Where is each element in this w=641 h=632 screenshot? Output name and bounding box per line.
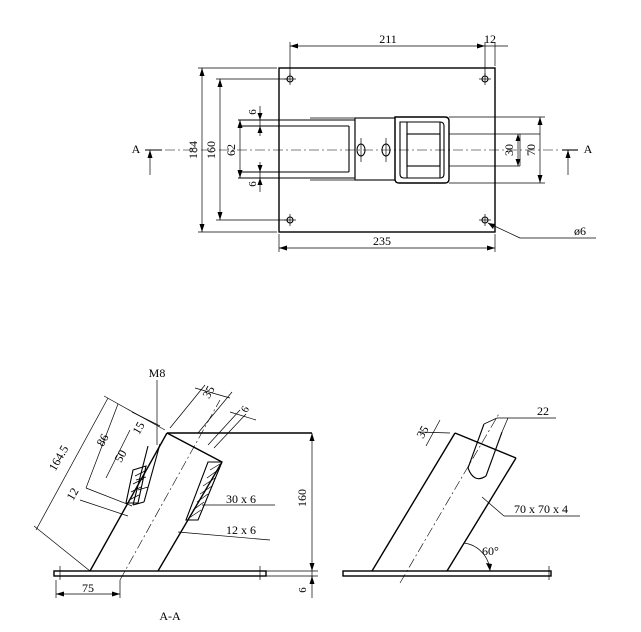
- side-slot: [467, 423, 503, 480]
- dim-12: 12: [484, 32, 496, 66]
- dim-12-section-label: 12: [63, 485, 81, 502]
- dim-62-label: 62: [224, 144, 238, 156]
- profile-leader: 70 x 70 x 4: [481, 496, 580, 517]
- thread-leader: M8: [149, 366, 166, 445]
- section-mark-left-label: A: [132, 142, 141, 156]
- dim-22: 22: [483, 404, 556, 433]
- dim-184: 184: [186, 67, 277, 233]
- weld-upper-label: 30 x 6: [226, 492, 256, 506]
- dim-35-side: 35: [413, 419, 451, 447]
- thread-label: M8: [149, 366, 166, 380]
- section-mark-right: A: [562, 142, 593, 175]
- angle-annotation: 60°: [463, 542, 499, 572]
- dim-35-side-label: 35: [413, 423, 431, 440]
- hole-bottom-right: [479, 214, 491, 226]
- weld-hatch-upper: [185, 461, 223, 521]
- inclined-tube: [89, 399, 312, 581]
- dim-35-section-label: 35: [199, 383, 217, 400]
- dim-75-label: 75: [82, 581, 94, 595]
- dim-184-label: 184: [186, 141, 200, 159]
- dim-235-label: 235: [373, 234, 391, 248]
- hole-diameter-label: ø6: [574, 224, 586, 238]
- dim-160-section-label: 160: [295, 489, 309, 507]
- plan-view: 211 12 184 160 62: [132, 32, 596, 252]
- side-base-plate: [342, 570, 552, 577]
- profile-label: 70 x 70 x 4: [514, 502, 568, 516]
- channel-profile: [238, 117, 396, 181]
- dim-211-label: 211: [379, 32, 397, 46]
- dim-15-label: 15: [129, 419, 147, 436]
- dim-12-section: 12: [63, 485, 133, 517]
- dim-6-bottom: 6: [247, 162, 263, 192]
- dim-6-top: 6: [247, 106, 263, 136]
- section-mark-left: A: [132, 142, 162, 175]
- dim-35-section: 35: [169, 383, 233, 434]
- dim-160-label: 160: [204, 141, 218, 159]
- weld-lower-label: 12 x 6: [226, 523, 256, 537]
- angle-label: 60°: [482, 544, 499, 558]
- dim-160: 160: [204, 78, 288, 221]
- dim-86: 86: [85, 403, 119, 489]
- dim-6-base: 6: [266, 570, 318, 598]
- dim-6-bottom-label: 6: [247, 181, 259, 187]
- dim-12-label: 12: [484, 32, 496, 46]
- threaded-hole: [132, 476, 149, 506]
- section-mark-right-label: A: [584, 142, 593, 156]
- dim-22-label: 22: [537, 404, 549, 418]
- dim-75: 75: [55, 580, 121, 598]
- section-base-plate: [53, 570, 267, 577]
- dim-6-section-label: 6: [239, 404, 252, 415]
- weld-upper-leader: 30 x 6: [202, 492, 275, 506]
- corner-holes: [284, 73, 491, 226]
- dim-164-5: 164.5: [33, 395, 166, 572]
- hole-leader: ø6: [487, 222, 596, 239]
- section-caption: A-A: [159, 609, 181, 623]
- dim-30-label: 30: [502, 144, 516, 156]
- dim-6-section: 6: [207, 404, 257, 449]
- dim-86-label: 86: [93, 431, 111, 448]
- dim-6-top-label: 6: [247, 109, 259, 115]
- side-view: 35 22 70 x 70 x 4 60°: [342, 404, 580, 584]
- dim-62: 62: [224, 120, 243, 178]
- dim-160-section: 160: [295, 433, 315, 578]
- dim-211: 211: [289, 32, 508, 77]
- dim-70: 70: [449, 116, 545, 184]
- dim-235: 235: [278, 234, 496, 252]
- square-tube-section: [394, 116, 540, 184]
- weld-lower-leader: 12 x 6: [177, 523, 271, 541]
- section-view: M8 35 6 15 86 50: [33, 366, 318, 623]
- side-tube: [371, 411, 517, 584]
- dim-70-label: 70: [524, 144, 538, 156]
- dim-6-base-label: 6: [297, 587, 309, 593]
- dim-164-5-label: 164.5: [46, 443, 72, 473]
- weld-hatch-lower: [125, 465, 147, 504]
- dim-30: 30: [502, 134, 521, 166]
